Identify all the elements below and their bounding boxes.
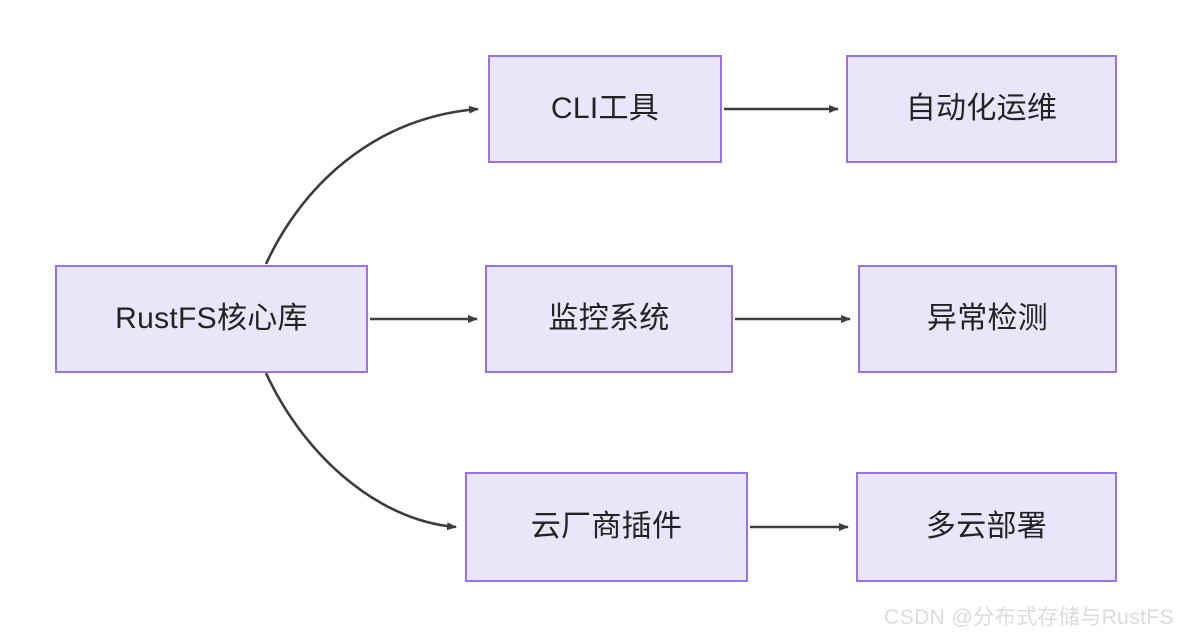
edge-core-to-cloud bbox=[264, 372, 457, 531]
node-automation[interactable]: 自动化运维 bbox=[846, 55, 1117, 163]
node-multicloud[interactable]: 多云部署 bbox=[856, 472, 1117, 582]
node-cli-label: CLI工具 bbox=[550, 91, 660, 125]
node-anomaly[interactable]: 异常检测 bbox=[858, 265, 1117, 373]
node-cloud[interactable]: 云厂商插件 bbox=[465, 472, 748, 582]
node-cli[interactable]: CLI工具 bbox=[488, 55, 722, 163]
node-monitor-label: 监控系统 bbox=[548, 301, 670, 335]
node-monitor[interactable]: 监控系统 bbox=[485, 265, 733, 373]
node-cloud-label: 云厂商插件 bbox=[530, 509, 683, 543]
edge-core-to-cli bbox=[264, 105, 479, 265]
node-multicloud-label: 多云部署 bbox=[925, 509, 1048, 543]
node-anomaly-label: 异常检测 bbox=[926, 301, 1049, 335]
csdn-watermark: CSDN @分布式存储与RustFS bbox=[884, 606, 1174, 629]
node-core-label: RustFS核心库 bbox=[115, 301, 308, 335]
node-automation-label: 自动化运维 bbox=[905, 91, 1058, 125]
node-core[interactable]: RustFS核心库 bbox=[55, 265, 368, 373]
